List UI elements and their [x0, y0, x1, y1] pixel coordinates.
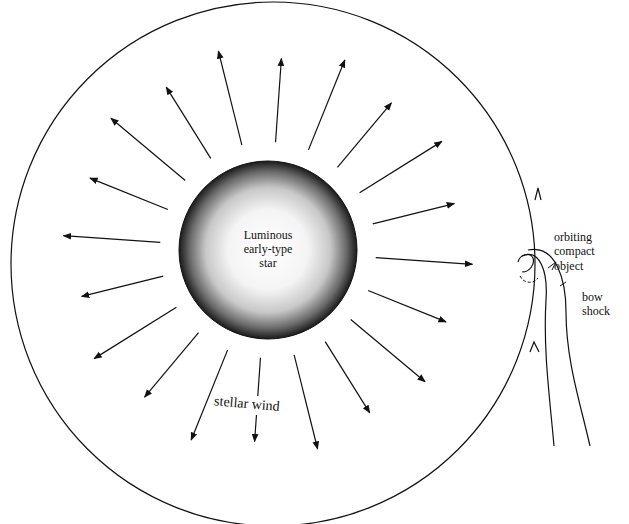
compact-object [520, 276, 538, 282]
wind-arrow [368, 290, 446, 321]
bow-shock-curve [522, 254, 554, 446]
wind-arrow [276, 58, 282, 142]
flow-tick [560, 282, 566, 286]
wind-arrows [63, 51, 472, 449]
orbit-direction-arrow [530, 342, 539, 352]
bow-shock-label: bow shock [582, 290, 622, 319]
wind-arrow [351, 319, 425, 381]
compact-object [518, 255, 533, 272]
wind-arrow [376, 258, 473, 265]
star-disc [179, 161, 357, 339]
wind-arrow [166, 87, 211, 158]
wind-arrow [90, 178, 168, 209]
wind-arrow [325, 342, 370, 413]
orbit-circle [11, 2, 535, 524]
wind-arrow [360, 141, 442, 192]
wind-arrow [145, 333, 199, 397]
wind-arrow [337, 103, 391, 167]
orbit-direction-arrow [535, 188, 541, 200]
wind-arrow [82, 276, 164, 296]
wind-arrow [308, 60, 344, 150]
bow-shock-curve [528, 249, 590, 446]
wind-arrow [111, 118, 185, 180]
wind-arrow [294, 355, 317, 449]
wind-arrow [94, 307, 176, 358]
object-label: orbiting compact object [554, 230, 618, 273]
wind-arrow [218, 51, 241, 145]
star-label: Luminous early-type star [235, 229, 301, 270]
star-circle: Luminous early-type star [178, 160, 358, 340]
wind-arrow [373, 204, 455, 224]
wind-arrow [63, 236, 160, 243]
region-label: stellar wind [210, 392, 283, 417]
